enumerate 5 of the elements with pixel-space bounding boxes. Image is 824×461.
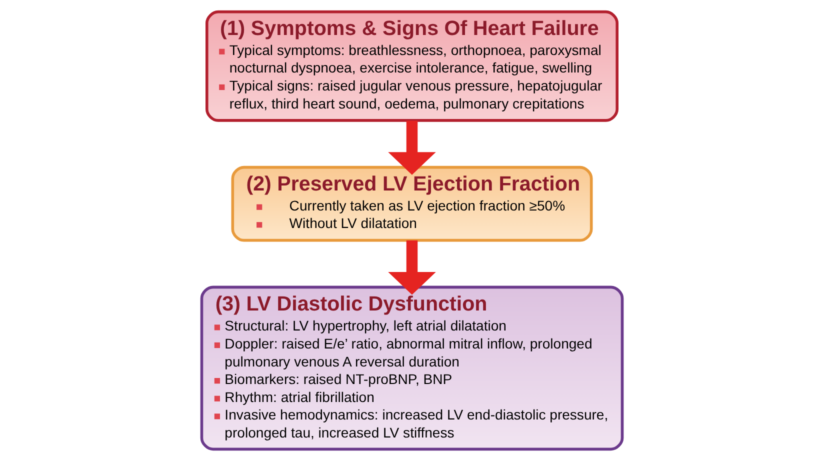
arrow [388, 240, 436, 295]
node-box: (3) LV Diastolic Dysfunction Structural: LV hypertrophy, left atrial dilatation Doppler: raised E/e’ ratio, abnormal mitral inflow, prolonged pulmonary venous A reversal duration Biomarkers: raised NT-proBNP, BNP Rhythm: atrial fibrillation Invasive hemodynamics: increased LV end-diastolic pressure, prolonged tau, increased LV stiffness [200, 286, 624, 451]
arrow [388, 120, 436, 175]
node-box: (2) Preserved LV Ejection Fraction Currently taken as LV ejection fraction ≥50% Without LV dilatation [231, 166, 593, 242]
node-box: (1) Symptoms & Signs Of Heart Failure Typical symptoms: breathlessness, orthopnoea, paroxysmal nocturnal dyspnoea, exercise intolerance, fatigue, swelling Typical signs: raised jugular venous pressure, hepatojugular reflux, third heart sound, oedema, pulmonary crepitations [206, 10, 618, 122]
